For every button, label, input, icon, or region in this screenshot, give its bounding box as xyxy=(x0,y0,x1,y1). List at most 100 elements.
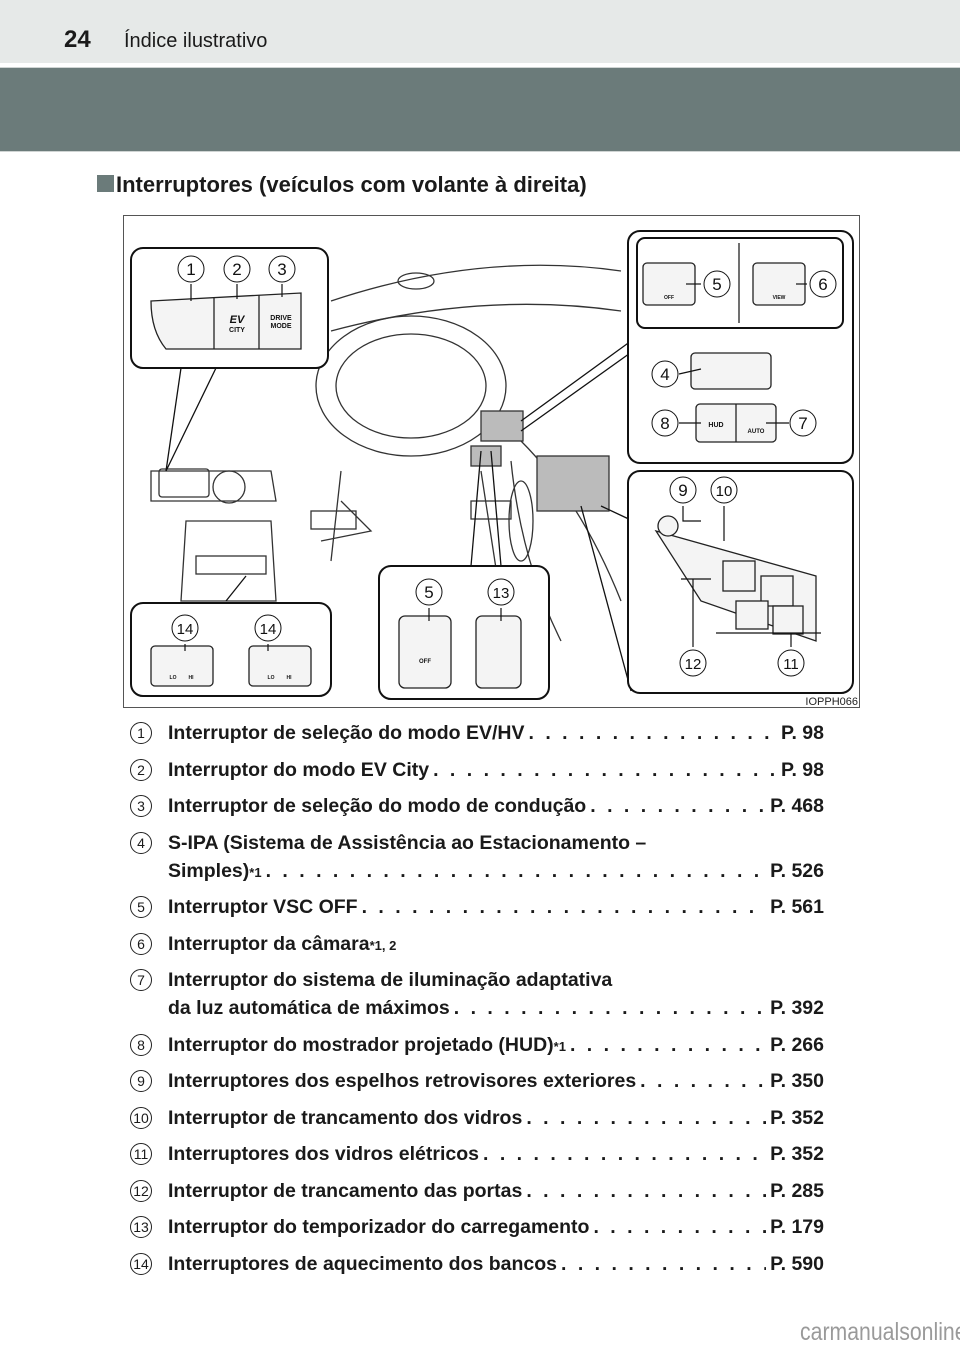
item-number-badge: 1 xyxy=(130,722,152,744)
item-number-badge: 13 xyxy=(130,1216,152,1238)
chapter-band xyxy=(0,67,960,152)
page-reference-link[interactable]: P. 352 xyxy=(770,1143,824,1165)
page-reference-link[interactable]: P. 526 xyxy=(770,859,824,882)
item-number-badge: 8 xyxy=(130,1033,152,1056)
svg-text:14: 14 xyxy=(177,621,194,638)
item-number-badge: 2 xyxy=(130,758,152,781)
svg-text:2: 2 xyxy=(232,260,241,279)
page-reference-link[interactable]: P. 98 xyxy=(780,758,824,781)
section-heading: Interruptores (veículos com volante à di… xyxy=(97,172,587,198)
section-square-icon xyxy=(97,174,114,192)
callout-14b: 14 xyxy=(254,614,282,642)
svg-text:AUTO: AUTO xyxy=(748,429,765,435)
item-number-badge: 11 xyxy=(130,1143,152,1165)
callout-7: 7 xyxy=(789,409,817,437)
dot-leader xyxy=(526,1104,766,1132)
page-reference-link[interactable]: P. 561 xyxy=(770,896,824,918)
svg-text:CITY: CITY xyxy=(229,327,245,334)
callout-12: 12 xyxy=(679,649,707,677)
callout-3: 3 xyxy=(268,255,296,283)
svg-text:OFF: OFF xyxy=(664,295,674,301)
svg-text:13: 13 xyxy=(493,585,510,602)
dot-leader xyxy=(528,719,776,747)
switch-drawings xyxy=(150,243,817,689)
svg-text:11: 11 xyxy=(783,656,799,673)
callout-11: 11 xyxy=(777,649,805,677)
svg-text:EV: EV xyxy=(230,314,246,326)
svg-text:MODE: MODE xyxy=(271,323,292,330)
item-label: Interruptores de aquecimento dos bancos xyxy=(168,1252,557,1275)
svg-text:8: 8 xyxy=(660,414,669,433)
svg-text:12: 12 xyxy=(685,656,702,673)
list-item: 11 Interruptores dos vidros elétricos P. 3… xyxy=(128,1140,824,1168)
svg-text:5: 5 xyxy=(712,275,721,294)
svg-text:HI: HI xyxy=(287,675,293,681)
item-number-badge: 7 xyxy=(130,969,152,991)
page-number: 24 xyxy=(64,26,91,53)
page-reference-link[interactable]: P. 590 xyxy=(770,1252,824,1275)
item-number-badge: 12 xyxy=(130,1179,152,1202)
item-label: Interruptor de seleção do modo de conduç… xyxy=(168,795,587,817)
page-reference-link[interactable]: P. 266 xyxy=(770,1033,824,1056)
item-label: Interruptor da câmara xyxy=(168,932,370,955)
list-item: 7 Interruptor do sistema de iluminação ad… xyxy=(128,966,824,1022)
dot-leader xyxy=(433,756,777,784)
watermark: carmanualsonline.info xyxy=(800,1318,960,1346)
callout-2: 2 xyxy=(223,255,251,283)
dot-leader xyxy=(593,1213,766,1241)
item-number-badge: 10 xyxy=(130,1106,152,1129)
list-item: 8 Interruptor do mostrador projetado (HUD… xyxy=(128,1031,824,1059)
callout-6: 6 xyxy=(809,270,837,298)
callout-numbers: 1 2 3 5 6 4 8 7 9 10 12 11 5 13 14 14 xyxy=(171,255,837,677)
svg-text:1: 1 xyxy=(186,260,195,279)
dot-leader xyxy=(362,893,767,921)
svg-text:DRIVE: DRIVE xyxy=(270,315,292,322)
callout-14a: 14 xyxy=(171,614,199,642)
item-label: Interruptor VSC OFF xyxy=(168,896,358,918)
svg-text:5: 5 xyxy=(424,583,433,602)
dot-leader xyxy=(526,1177,766,1205)
svg-text:4: 4 xyxy=(660,365,669,384)
svg-text:HI: HI xyxy=(189,675,195,681)
item-label: Interruptor do temporizador do carregame… xyxy=(168,1216,590,1238)
callout-4: 4 xyxy=(651,360,679,388)
item-label: Interruptores dos vidros elétricos xyxy=(168,1143,480,1165)
callout-5b: 5 xyxy=(415,578,443,606)
svg-text:7: 7 xyxy=(798,414,807,433)
callout-9: 9 xyxy=(669,476,697,504)
svg-text:LO: LO xyxy=(268,675,275,681)
item-number-badge: 9 xyxy=(130,1070,152,1092)
page-title: Índice ilustrativo xyxy=(124,30,268,52)
page-reference-link[interactable]: P. 392 xyxy=(770,997,824,1019)
item-label: Interruptor do modo EV City xyxy=(168,758,430,781)
callout-leaders xyxy=(165,340,634,692)
page-reference-link[interactable]: P. 350 xyxy=(770,1070,824,1092)
svg-text:14: 14 xyxy=(260,621,277,638)
svg-text:OFF: OFF xyxy=(419,659,431,665)
dot-leader xyxy=(561,1250,766,1278)
item-number-badge: 5 xyxy=(130,896,152,918)
item-number-badge: 4 xyxy=(130,831,152,854)
page-reference-link[interactable]: P. 468 xyxy=(770,795,824,817)
item-label: Interruptor de trancamento dos vidros xyxy=(168,1106,523,1129)
page-reference-link[interactable]: P. 285 xyxy=(770,1179,824,1202)
svg-text:6: 6 xyxy=(818,275,827,294)
page-reference-link[interactable]: P. 98 xyxy=(780,722,824,744)
item-label-cont: da luz automática de máximos xyxy=(168,997,450,1019)
list-item: 3 Interruptor de seleção do modo de condu… xyxy=(128,792,824,820)
callout-10: 10 xyxy=(710,476,738,504)
dot-leader xyxy=(483,1140,766,1168)
page-header: 24 Índice ilustrativo xyxy=(0,0,960,63)
svg-text:VIEW: VIEW xyxy=(773,295,786,301)
item-label-cont: Simples) xyxy=(168,859,250,882)
item-label: Interruptor de seleção do modo EV/HV xyxy=(168,722,525,744)
list-item: 2 Interruptor do modo EV City P. 98 xyxy=(128,756,824,784)
item-label: Interruptor do sistema de iluminação ada… xyxy=(168,969,613,991)
item-label: Interruptor do mostrador projetado (HUD) xyxy=(168,1033,554,1056)
item-number-badge: 3 xyxy=(130,795,152,817)
dot-leader xyxy=(266,857,767,885)
page-reference-link[interactable]: P. 352 xyxy=(770,1106,824,1129)
page-reference-link[interactable]: P. 179 xyxy=(770,1216,824,1238)
